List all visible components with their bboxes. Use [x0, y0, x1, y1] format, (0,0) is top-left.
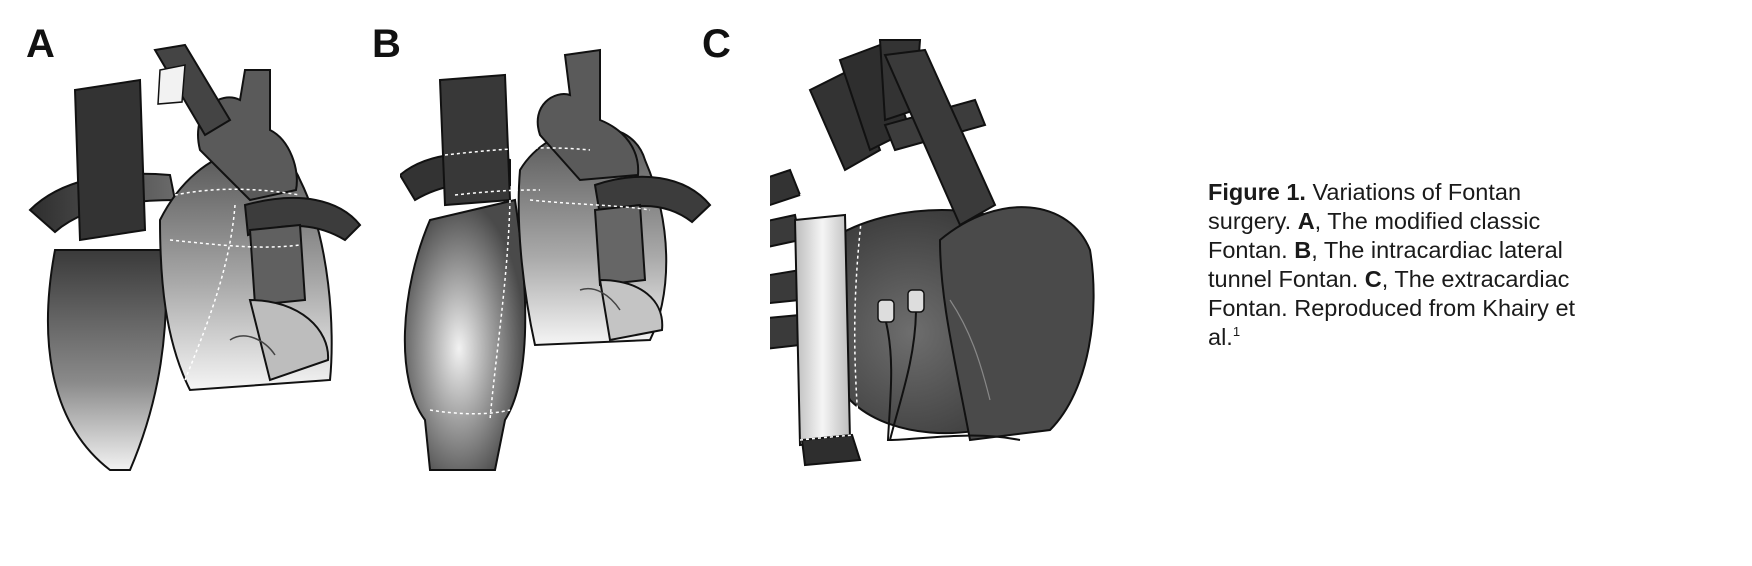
heart-illustration-a: [28, 43, 362, 471]
caption-key-b: B: [1294, 237, 1312, 263]
heart-illustration-b: [400, 48, 712, 471]
caption-reference: 1: [1232, 324, 1241, 339]
panel-b: B: [372, 0, 770, 566]
caption-text-a: , The modified classic Fontan.: [1208, 208, 1541, 263]
panel-letter-b: B: [372, 22, 401, 66]
caption-title: Variations of Fontan surgery.: [1208, 179, 1522, 234]
caption-key-c: C: [1364, 266, 1382, 292]
caption-key-a: A: [1297, 208, 1315, 234]
heart-illustration-c: [770, 39, 1095, 467]
caption-figure-label: Figure 1.: [1208, 179, 1306, 205]
panel-c: C: [702, 0, 1210, 566]
panel-letter-a: A: [26, 22, 55, 66]
panel-letter-c: C: [702, 22, 731, 66]
caption-text-b: , The intracardiac lateral tunnel Fontan…: [1208, 237, 1563, 292]
figure-caption: Figure 1. Variations of Fontan surgery. …: [1208, 178, 1598, 352]
panel-a: A: [0, 0, 400, 566]
caption-text-c: , The extracardiac Fontan. Reproduced fr…: [1208, 266, 1576, 350]
